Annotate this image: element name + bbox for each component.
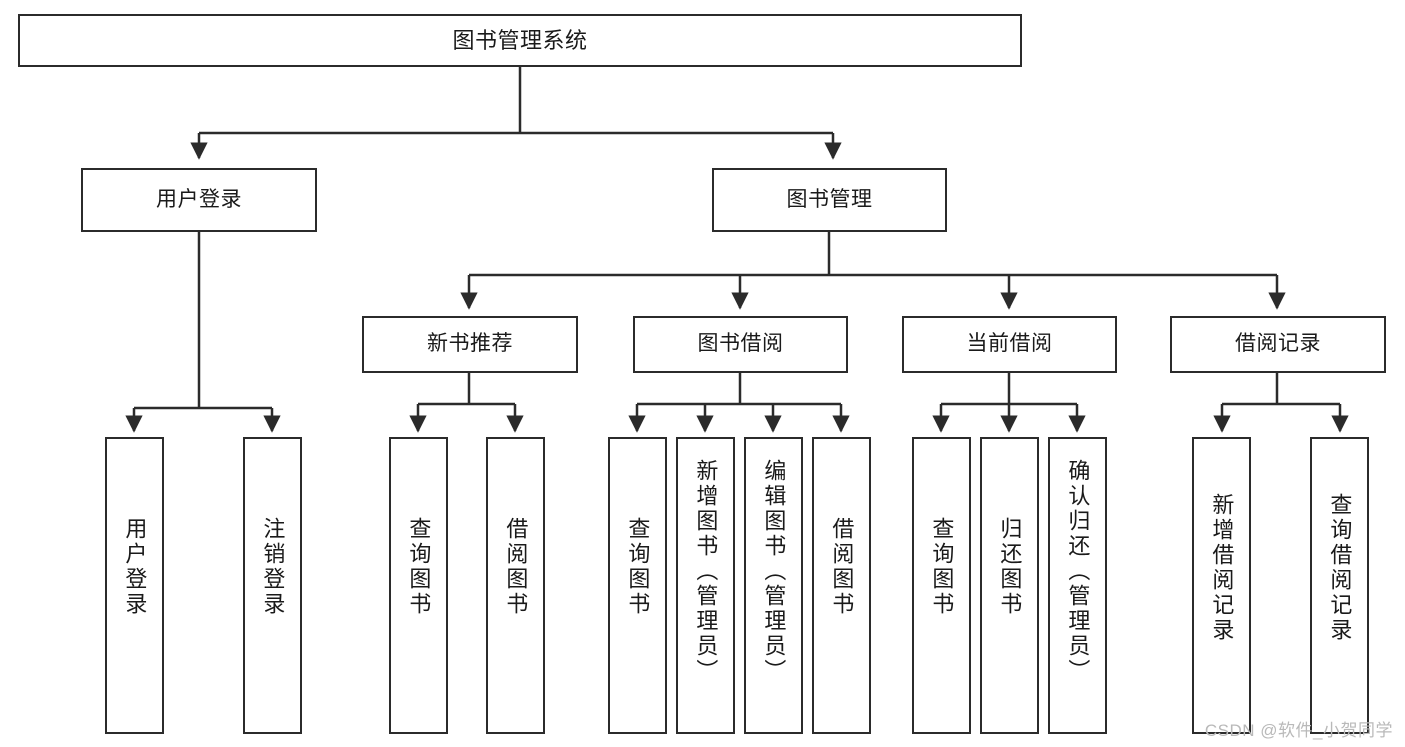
node-label: 编辑图书（管理员） bbox=[761, 459, 787, 684]
node-label: 借阅图书 bbox=[829, 517, 855, 617]
leaf-borrow-book-recommend[interactable]: 借阅图书 bbox=[486, 437, 545, 734]
node-label: 注销登录 bbox=[260, 517, 286, 617]
node-label: 新增借阅记录 bbox=[1209, 493, 1235, 643]
node-label: 用户登录 bbox=[156, 187, 242, 211]
node-label: 借阅图书 bbox=[503, 517, 529, 617]
node-label: 用户登录 bbox=[122, 517, 148, 617]
node-label: 图书管理 bbox=[786, 187, 873, 211]
node-label: 确认归还（管理员） bbox=[1065, 459, 1091, 684]
node-user-login[interactable]: 用户登录 bbox=[81, 168, 317, 232]
leaf-edit-book-admin[interactable]: 编辑图书（管理员） bbox=[744, 437, 803, 734]
node-book-borrow[interactable]: 图书借阅 bbox=[633, 316, 848, 373]
node-label: 新书推荐 bbox=[427, 332, 513, 356]
node-label: 归还图书 bbox=[997, 517, 1023, 617]
leaf-query-book-current[interactable]: 查询图书 bbox=[912, 437, 971, 734]
leaf-user-login[interactable]: 用户登录 bbox=[105, 437, 164, 734]
leaf-return-book[interactable]: 归还图书 bbox=[980, 437, 1039, 734]
node-borrow-record[interactable]: 借阅记录 bbox=[1170, 316, 1386, 373]
leaf-logout-login[interactable]: 注销登录 bbox=[243, 437, 302, 734]
node-label: 当前借阅 bbox=[966, 332, 1053, 356]
node-label: 查询图书 bbox=[929, 517, 955, 617]
leaf-add-borrow-record[interactable]: 新增借阅记录 bbox=[1192, 437, 1251, 734]
csdn-watermark: CSDN @软件_小贺同学 bbox=[1204, 721, 1393, 740]
node-new-book-recommend[interactable]: 新书推荐 bbox=[362, 316, 578, 373]
leaf-add-book-admin[interactable]: 新增图书（管理员） bbox=[676, 437, 735, 734]
node-label: 借阅记录 bbox=[1235, 332, 1321, 356]
node-label: 图书借阅 bbox=[697, 332, 784, 356]
node-label: 查询图书 bbox=[625, 517, 651, 617]
node-current-borrow[interactable]: 当前借阅 bbox=[902, 316, 1117, 373]
node-book-management[interactable]: 图书管理 bbox=[712, 168, 947, 232]
node-root-book-management-system[interactable]: 图书管理系统 bbox=[18, 14, 1022, 67]
leaf-query-book-borrow[interactable]: 查询图书 bbox=[608, 437, 667, 734]
leaf-confirm-return-admin[interactable]: 确认归还（管理员） bbox=[1048, 437, 1107, 734]
node-label: 新增图书（管理员） bbox=[693, 459, 719, 684]
leaf-query-borrow-record[interactable]: 查询借阅记录 bbox=[1310, 437, 1369, 734]
node-label: 查询借阅记录 bbox=[1327, 493, 1353, 643]
leaf-borrow-book-borrow[interactable]: 借阅图书 bbox=[812, 437, 871, 734]
node-label: 图书管理系统 bbox=[452, 27, 588, 53]
leaf-query-book-recommend[interactable]: 查询图书 bbox=[389, 437, 448, 734]
node-label: 查询图书 bbox=[406, 517, 432, 617]
